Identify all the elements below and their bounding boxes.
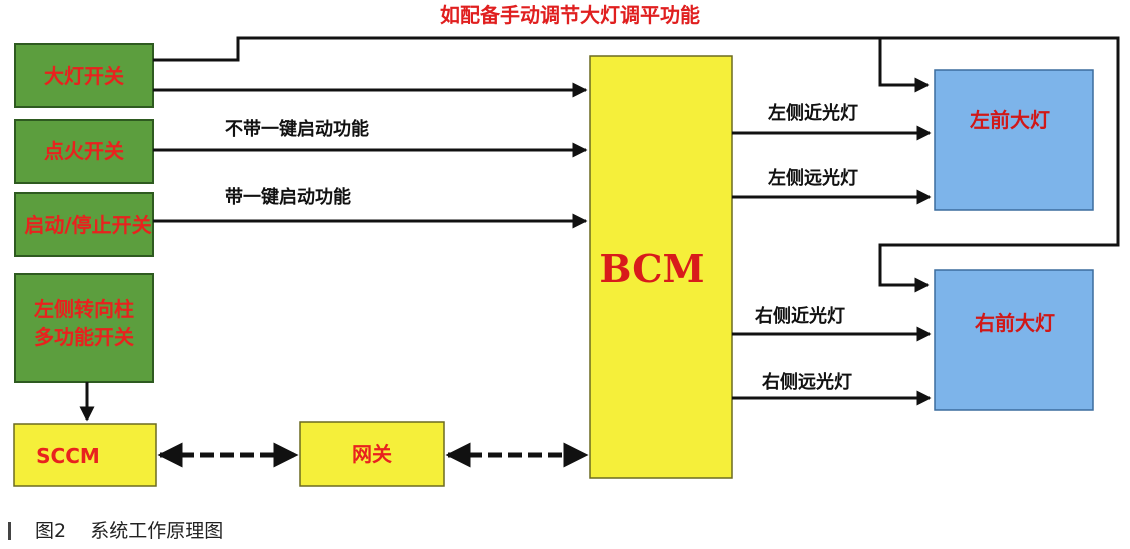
gateway-label: 网关 xyxy=(352,442,392,466)
edge-label-with-one-key-start: 带一键启动功能 xyxy=(225,186,351,208)
bcm-label: BCM xyxy=(599,246,704,291)
caption-marker xyxy=(8,522,11,540)
bcm-box: BCM xyxy=(589,55,733,479)
headlight-switch-box: 大灯开关 xyxy=(14,43,154,108)
leveling-to-right-headlight-path xyxy=(878,36,1120,293)
figure-caption: 图2 系统工作原理图 xyxy=(8,516,223,543)
leveling-to-left-headlight-path xyxy=(153,36,930,93)
start-stop-switch-box: 启动/停止开关 xyxy=(14,192,154,257)
headlight-switch-label: 大灯开关 xyxy=(44,64,124,88)
gateway-box: 网关 xyxy=(299,421,445,487)
caption-text: 图2 系统工作原理图 xyxy=(35,520,224,542)
ignition-switch-label: 点火开关 xyxy=(44,139,124,163)
edge-label-left-high-beam: 左侧远光灯 xyxy=(768,167,858,189)
left-headlight-label: 左前大灯 xyxy=(970,108,1050,132)
sccm-box: SCCM xyxy=(13,423,157,487)
left-column-switch-box: 左侧转向柱 多功能开关 xyxy=(14,273,154,383)
start-stop-switch-label: 启动/停止开关 xyxy=(24,213,151,237)
right-headlight-label: 右前大灯 xyxy=(975,311,1055,335)
right-headlight-box: 右前大灯 xyxy=(934,269,1094,411)
edge-label-no-one-key-start: 不带一键启动功能 xyxy=(225,118,369,140)
left-column-switch-line2: 多功能开关 xyxy=(34,325,134,349)
top-label: 如配备手动调节大灯调平功能 xyxy=(440,3,700,27)
ignition-switch-box: 点火开关 xyxy=(14,119,154,184)
system-diagram: 如配备手动调节大灯调平功能 大灯开关 点火开关 启动/停止开关 左侧转向柱 多功… xyxy=(13,3,1120,487)
left-headlight-box: 左前大灯 xyxy=(934,69,1094,211)
left-column-switch-line1: 左侧转向柱 xyxy=(34,297,134,321)
edge-label-right-high-beam: 右侧远光灯 xyxy=(762,371,852,393)
sccm-label: SCCM xyxy=(36,444,100,468)
edge-label-left-low-beam: 左侧近光灯 xyxy=(768,102,858,124)
edge-label-right-low-beam: 右侧近光灯 xyxy=(755,305,845,327)
